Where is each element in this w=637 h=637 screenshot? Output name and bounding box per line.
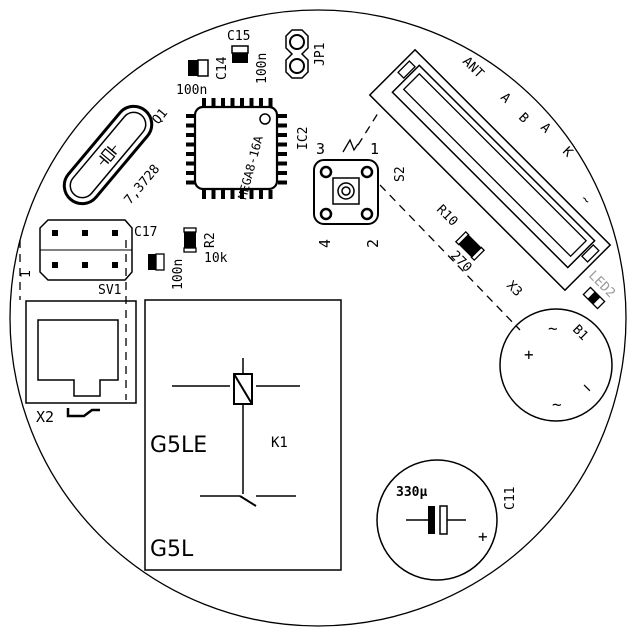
ic-pin-pad — [278, 171, 287, 175]
sv1-pin-pad — [82, 230, 88, 236]
ic-pin-pad — [186, 180, 195, 185]
jack-x2: X2 — [25, 300, 137, 426]
sv1-pin-label: 1 — [19, 270, 34, 278]
sv1-pin-pad — [52, 230, 58, 236]
s2-pin3: 3 — [316, 140, 325, 158]
r2-label: R2 — [203, 232, 218, 248]
crystal-q1: Q1 7,3728 — [62, 104, 171, 208]
ant-pin-b: B — [515, 110, 531, 126]
ic-pin-pad — [278, 133, 287, 137]
bridge-b1: B1 + − ~ ~ — [499, 308, 613, 422]
sv1-pin-pad — [112, 230, 118, 236]
ic-ic2: IC2 MEGA8-16A — [186, 98, 311, 201]
s2-pin1: 1 — [370, 140, 379, 158]
c14-value: 100n — [176, 83, 207, 98]
ic-pin-pad — [186, 142, 195, 147]
ic-pin-pad — [240, 190, 244, 199]
c17-value: 100n — [171, 259, 186, 290]
capacitor-c15: C15 100n — [227, 29, 270, 84]
k1-label: K1 — [271, 435, 288, 451]
ic-pin-pad — [278, 180, 287, 185]
capacitor-c17: C17 100n — [134, 225, 186, 290]
b1-ac1: ~ — [548, 319, 558, 338]
ic-pin-pad — [249, 190, 254, 199]
c11-plus: + — [478, 527, 488, 546]
ic-pin-pad — [186, 171, 195, 175]
relay-model-g5le: G5LE — [150, 433, 207, 458]
s2-label: S2 — [393, 166, 408, 182]
ic-pin-pad — [186, 114, 195, 118]
ic-pin-pad — [259, 190, 263, 199]
ant-pin-a2: A — [537, 120, 553, 136]
jp1-label: JP1 — [313, 43, 328, 66]
ic-pin-pad — [278, 161, 287, 166]
ant-pin-k: K — [559, 144, 575, 160]
ic-pin-pad — [268, 98, 273, 107]
b1-minus: − — [577, 377, 597, 397]
dashed-traces — [19, 109, 521, 400]
ant-pin-a1: A — [497, 90, 513, 106]
ic-pin-pad — [186, 133, 195, 137]
sv1-label: SV1 — [98, 283, 121, 298]
ic-pin-pad — [230, 98, 235, 107]
ic-pin-pad — [221, 190, 225, 199]
c11-value: 330µ — [396, 485, 427, 500]
ic-pin-pad — [240, 98, 244, 107]
s2-pin4: 4 — [316, 239, 334, 248]
ic-pin-pad — [259, 98, 263, 107]
x3-label: X3 — [503, 278, 525, 300]
ic-pin-pad — [278, 152, 287, 156]
b1-label: B1 — [569, 322, 591, 344]
c14-label: C14 — [215, 56, 230, 80]
relay-k1: G5LE K1 G5L — [144, 299, 342, 571]
ic-pin-pad — [221, 98, 225, 107]
resistor-r2: R2 10k — [183, 227, 228, 266]
ic-pin-pad — [278, 142, 287, 147]
ic-pin-pad — [278, 114, 287, 118]
ant-label: ANT — [459, 54, 486, 81]
sv1-pin-pad — [112, 262, 118, 268]
c17-label: C17 — [134, 225, 157, 240]
ic-pin-pad — [202, 98, 206, 107]
c15-value: 100n — [255, 53, 270, 84]
ic-pin-pad — [230, 190, 235, 199]
q1-value: 7,3728 — [122, 162, 164, 208]
capacitor-c11: 330µ + C11 — [376, 459, 518, 581]
b1-plus: + — [524, 345, 534, 364]
x2-label: X2 — [36, 408, 54, 426]
sv1-pin-pad — [82, 262, 88, 268]
r2-value: 10k — [204, 251, 228, 266]
jumper-jp1: JP1 — [285, 29, 328, 79]
r10-label: R10 — [433, 202, 460, 229]
switch-s2: 3 1 4 2 S2 — [313, 138, 408, 248]
header-sv1: 1 SV1 — [19, 219, 133, 298]
b1-ac2: ~ — [552, 395, 562, 414]
led2-label: LED2 — [585, 268, 618, 301]
s2-pin2: 2 — [364, 239, 382, 248]
ic-pin-pad — [186, 152, 195, 156]
led-led2: LED2 — [582, 268, 618, 310]
sv1-pin-pad — [52, 262, 58, 268]
ic-pin-pad — [278, 123, 287, 128]
ant-tilde: ~ — [577, 192, 593, 208]
ic-pin-pad — [186, 161, 195, 166]
c15-label: C15 — [227, 29, 250, 44]
ic2-label: IC2 — [296, 127, 311, 150]
resistor-r10: R10 270 — [433, 202, 486, 275]
ic-pin-pad — [211, 190, 216, 199]
ic-pin-pad — [268, 190, 273, 199]
ic-pin-pad — [202, 190, 206, 199]
capacitor-c14: C14 100n — [176, 56, 230, 98]
ic-pin-pad — [249, 98, 254, 107]
c11-label: C11 — [503, 487, 518, 510]
ic-pin-pad — [186, 123, 195, 128]
board-outline — [9, 9, 627, 627]
relay-model-g5l: G5L — [150, 537, 194, 562]
ic-pin-pad — [211, 98, 216, 107]
